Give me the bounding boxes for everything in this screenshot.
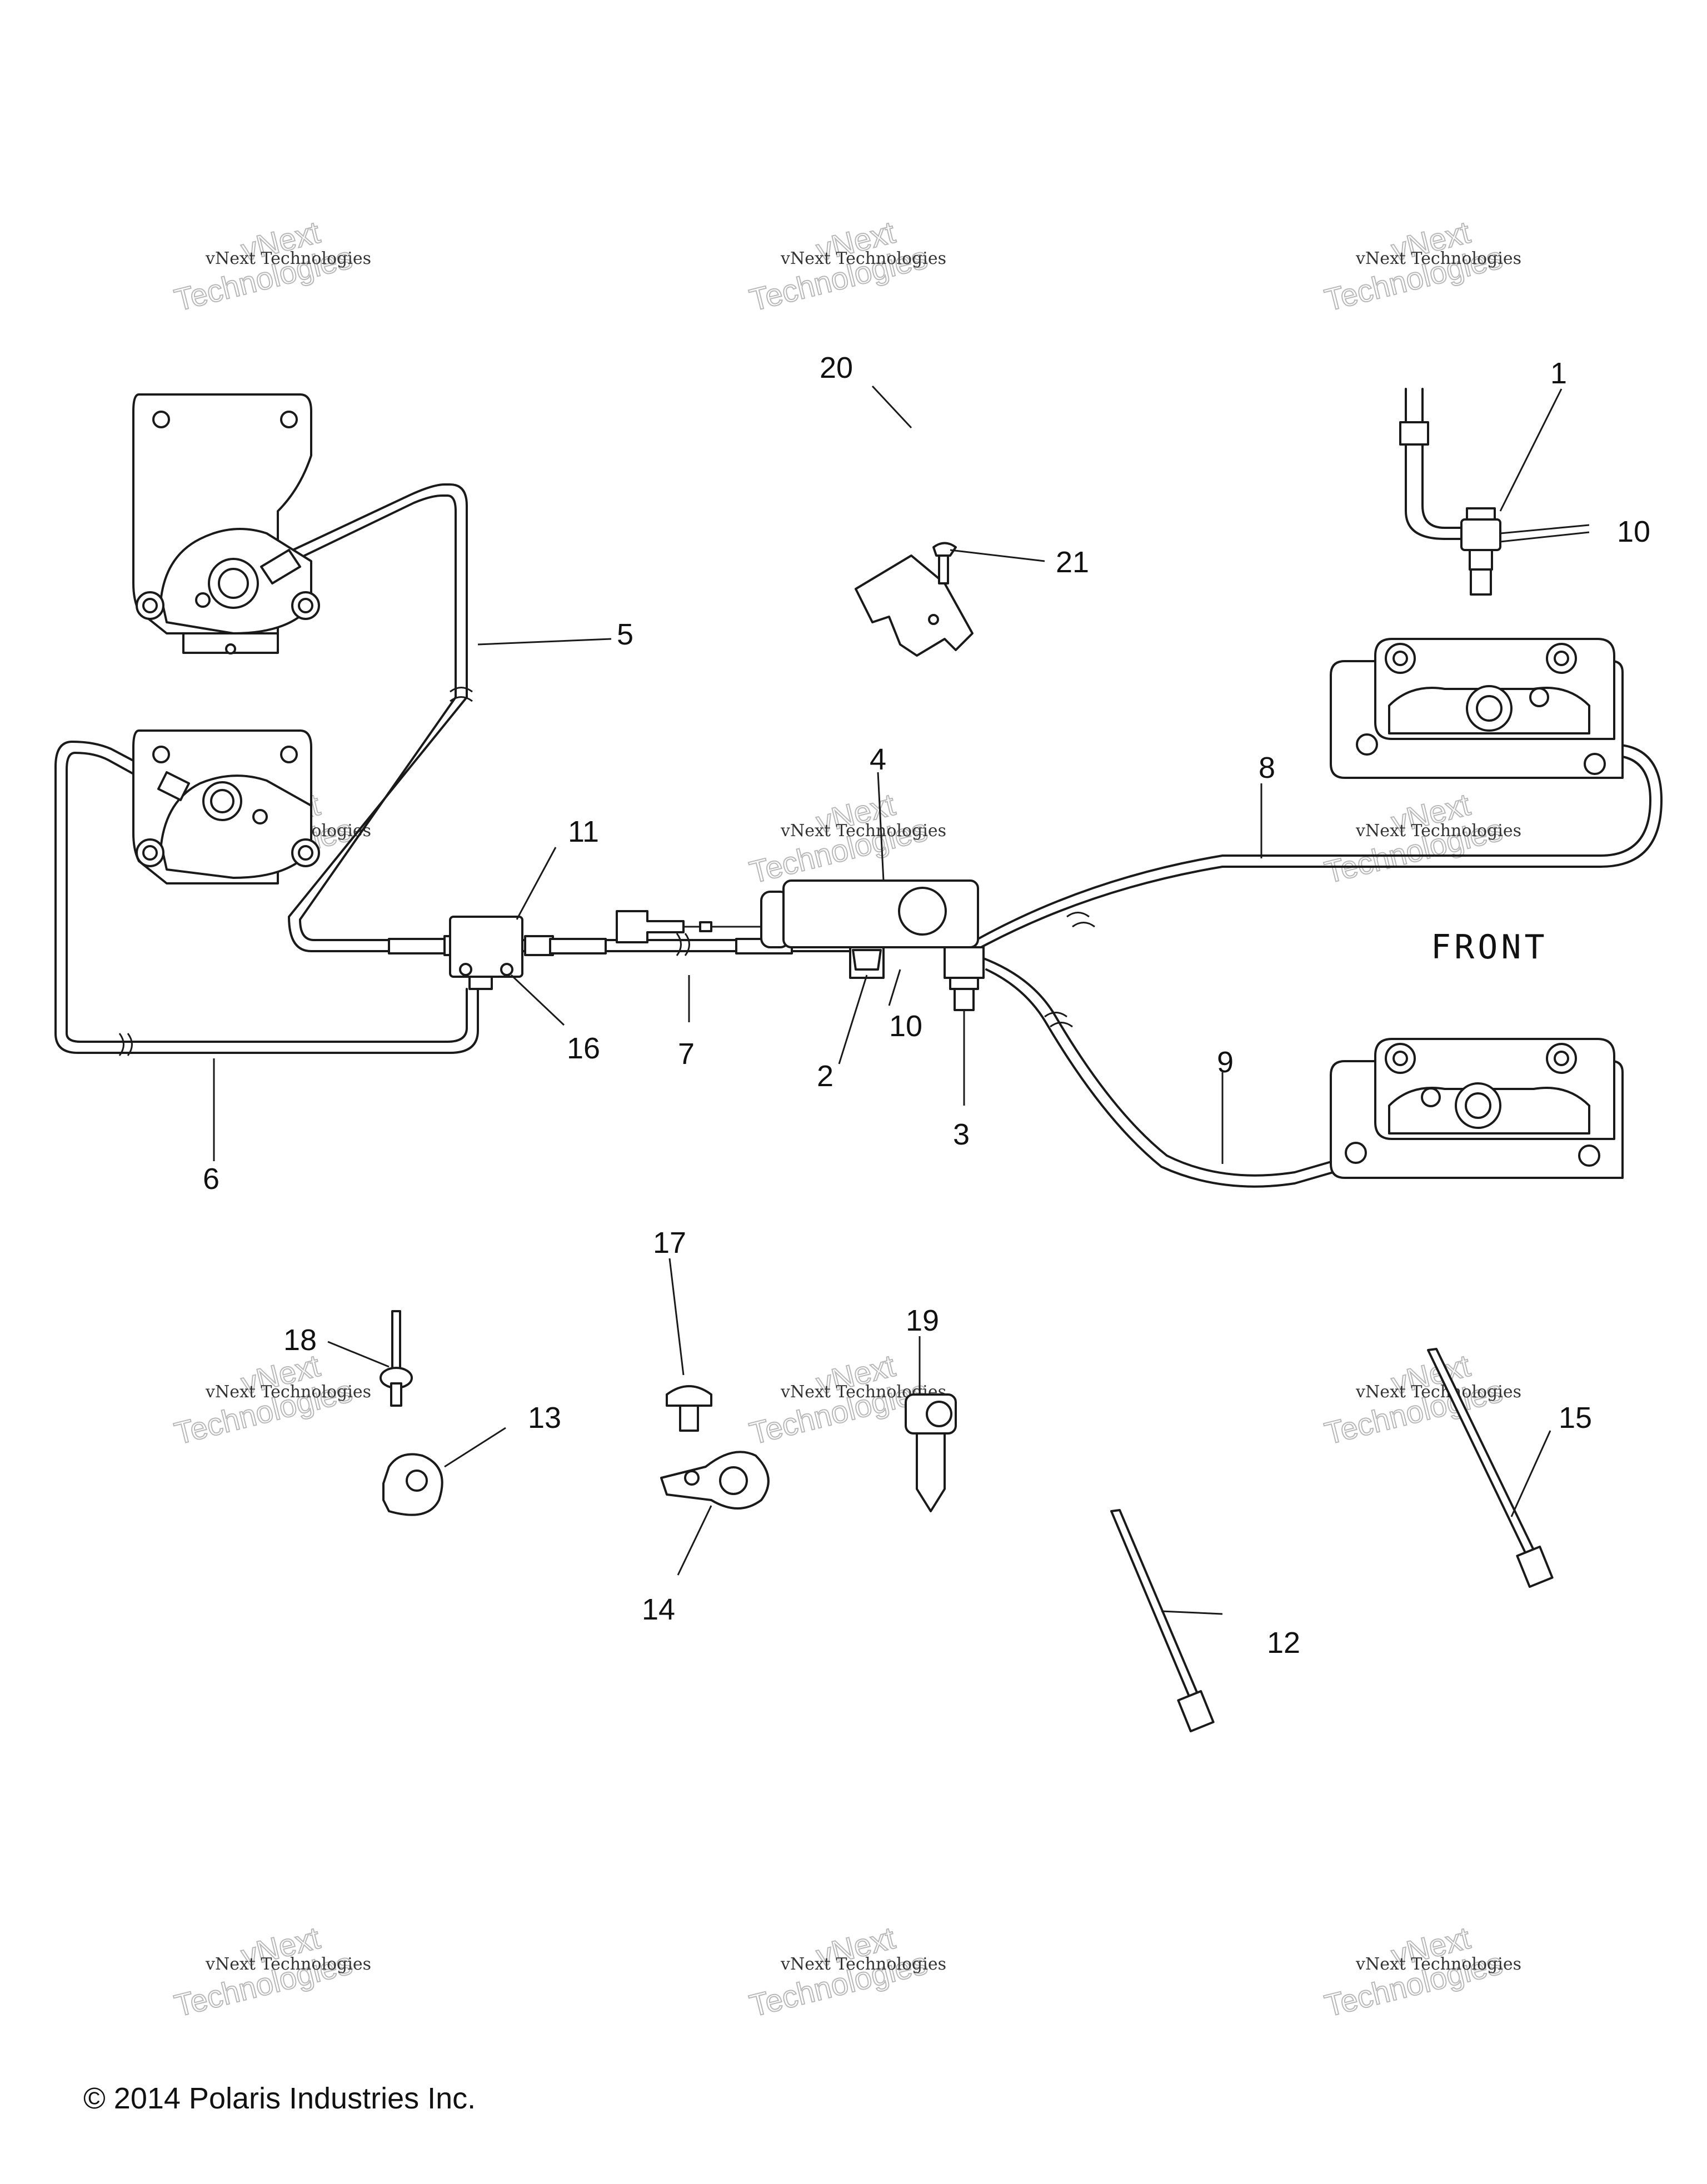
rear-caliper-lower xyxy=(132,729,320,884)
leader-lines xyxy=(213,385,1563,1615)
watermark-top-right: Technologies vNext vNext Technologies xyxy=(1321,214,1521,318)
rear-caliper-upper xyxy=(132,393,320,654)
clamp-part-13 xyxy=(382,1453,443,1516)
callout-11: 11 xyxy=(568,815,599,848)
callout-21: 21 xyxy=(1056,546,1089,579)
front-caliper-upper xyxy=(1330,388,1624,779)
rivet-part-18 xyxy=(380,1310,413,1407)
watermark-bottom-right: Technologies vNext vNext Technologies xyxy=(1321,1920,1521,2024)
callout-10-lower: 10 xyxy=(889,1009,922,1043)
copyright-notice: © 2014 Polaris Industries Inc. xyxy=(83,2082,476,2115)
watermark-text: vNext Technologies xyxy=(205,249,371,268)
callout-10-upper: 10 xyxy=(1617,515,1650,548)
line-break-mark xyxy=(1066,912,1095,928)
callout-12: 12 xyxy=(1267,1626,1300,1660)
callout-14: 14 xyxy=(642,1593,675,1626)
watermark-mid-right: Technologies vNext vNext Technologies xyxy=(1321,786,1521,891)
watermark-top-left: Technologies vNext vNext Technologies xyxy=(171,214,371,318)
screw-part-21 xyxy=(932,542,957,584)
watermark-text: vNext Technologies xyxy=(1355,821,1521,841)
brake-line-9 xyxy=(982,957,1401,1177)
master-cylinder xyxy=(616,879,985,1011)
callout-7: 7 xyxy=(678,1037,695,1071)
front-direction-label: FRONT xyxy=(1431,928,1548,967)
watermark-bottom-center: Technologies vNext vNext Technologies xyxy=(746,1920,946,2024)
callout-15: 15 xyxy=(1559,1401,1592,1435)
bracket-part-20 xyxy=(855,554,974,657)
bolt-part-17 xyxy=(666,1385,712,1432)
cable-tie-part-15 xyxy=(1427,1348,1554,1588)
watermark-text: vNext Technologies xyxy=(205,1382,371,1402)
callout-20: 20 xyxy=(820,351,853,384)
cable-tie-part-12 xyxy=(1110,1509,1215,1733)
watermark-text: vNext Technologies xyxy=(205,1955,371,1974)
callout-5: 5 xyxy=(617,618,633,651)
line-break-mark xyxy=(118,1033,133,1056)
callout-17: 17 xyxy=(653,1226,686,1260)
watermark-text: vNext Technologies xyxy=(1355,1382,1521,1402)
callout-2: 2 xyxy=(817,1059,833,1093)
watermark-low-left: Technologies vNext vNext Technologies xyxy=(171,1347,371,1452)
line-break-mark xyxy=(1044,1012,1073,1028)
line-break-mark xyxy=(676,933,690,956)
watermark-text: vNext Technologies xyxy=(780,1955,946,1974)
brake-line-8 xyxy=(977,716,1663,950)
brake-line-6-inner xyxy=(66,752,468,1043)
callout-1: 1 xyxy=(1550,357,1567,390)
watermark-text: vNext Technologies xyxy=(1355,1955,1521,1974)
brake-tee-fitting xyxy=(388,916,793,990)
callout-4: 4 xyxy=(870,743,886,776)
front-caliper-lower xyxy=(1330,1038,1624,1179)
watermark-text: vNext Technologies xyxy=(780,249,946,268)
callout-6: 6 xyxy=(203,1162,219,1196)
clamp-part-14 xyxy=(660,1451,770,1510)
watermark-low-right: Technologies vNext vNext Technologies xyxy=(1321,1347,1521,1452)
callout-18: 18 xyxy=(283,1323,317,1357)
brake-line-5 xyxy=(266,483,468,952)
callout-19: 19 xyxy=(906,1304,939,1337)
callout-3: 3 xyxy=(953,1118,970,1151)
clip-part-19 xyxy=(905,1393,957,1512)
callout-8: 8 xyxy=(1259,751,1275,784)
watermark-mid-center: Technologies vNext vNext Technologies xyxy=(746,786,946,891)
brake-line-6 xyxy=(54,741,479,1054)
watermark-top-center: Technologies vNext vNext Technologies xyxy=(746,214,946,318)
watermark-bottom-left: Technologies vNext vNext Technologies xyxy=(171,1920,371,2024)
brake-line-9-inner xyxy=(985,968,1401,1188)
callout-13: 13 xyxy=(528,1401,561,1435)
brake-line-5-inner xyxy=(271,494,457,941)
brake-line-8-inner xyxy=(977,754,1651,940)
watermark-text: vNext Technologies xyxy=(780,821,946,841)
line-break-mark xyxy=(450,687,473,702)
callout-9: 9 xyxy=(1217,1046,1234,1079)
watermark-text: vNext Technologies xyxy=(1355,249,1521,268)
callout-16: 16 xyxy=(567,1032,600,1065)
